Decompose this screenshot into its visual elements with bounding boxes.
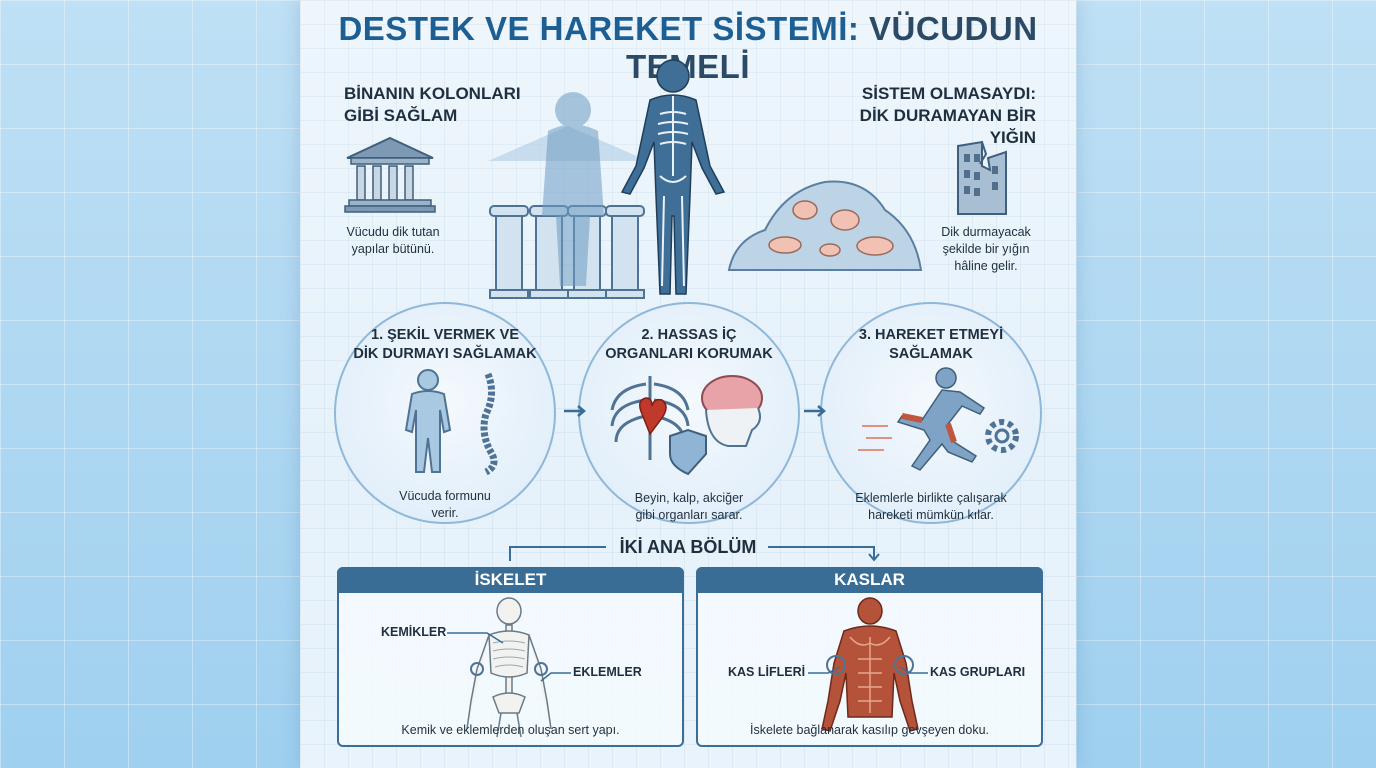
function-circle-shape: 1. ŞEKİL VERMEK VE DİK DURMAYI SAĞLAMAK … [334,302,556,524]
ribcage-brain-icon [610,375,763,476]
runner-gear-icon [858,367,1019,471]
joints-label: EKLEMLER [573,665,642,679]
left-caption: Vücudu dik tutan yapılar bütünü. [346,225,440,256]
skeleton-box: İSKELET KEMİKLER EKLEMLER Kemi [337,567,684,747]
skeleton-caption: Kemik ve eklemlerden oluşan sert yapı. [401,723,620,737]
left-background [0,0,300,768]
function-circle-shape: 2. HASSAS İÇ ORGANLARI KORUMAK Beyin, ka… [578,302,800,524]
label-pointer [808,666,841,674]
left-heading: BİNANIN KOLONLARI GİBİ SAĞLAM [344,84,521,125]
muscle-body-icon [821,597,919,732]
arrow-right-icon [804,405,826,417]
body-spine-icon [404,369,498,476]
skeleton-header: İSKELET [337,567,684,593]
function-3-title: 3. HAREKET ETMEYİ SAĞLAMAK [858,327,1004,362]
body-heap-illustration [727,180,923,271]
right-heading: SİSTEM OLMASAYDI: DİK DURAMAYAN BİR YIĞI… [859,84,1036,147]
page-title: DESTEK VE HAREKET SİSTEMİ: VÜCUDUN TEMEL… [338,10,1038,85]
skeleton-icon [466,597,552,738]
muscle-fibers-label: KAS LİFLERİ [728,665,806,679]
label-pointer [540,672,571,682]
function-1-caption: Vücuda formunu verir. [399,489,491,520]
collapsed-building-icon [957,140,1007,215]
label-pointer [899,666,928,674]
temple-icon [344,136,436,213]
function-2-title: 2. HASSAS İÇ ORGANLARI KORUMAK [605,327,773,362]
infographic-panel: DESTEK VE HAREKET SİSTEMİ: VÜCUDUN TEMEL… [300,0,1076,768]
arrow-right-icon [564,405,586,417]
right-caption: Dik durmayacak şekilde bir yığın hâline … [941,225,1031,273]
function-circle-shape: 3. HAREKET ETMEYİ SAĞLAMAK Eklemlerle bi… [820,302,1042,524]
muscles-box: KASLAR KAS LİFLERİ KAS GRUPLARI İskelete… [696,567,1043,747]
function-3-caption: Eklemlerle birlikte çalışarak hareketi m… [855,491,1007,522]
function-1-title: 1. ŞEKİL VERMEK VE DİK DURMAYI SAĞLAMAK [353,327,537,362]
label-pointer [447,632,504,644]
function-2-caption: Beyin, kalp, akciğer gibi organları sara… [634,491,744,522]
section-title: İKİ ANA BÖLÜM [619,537,757,557]
section-connector [509,546,880,562]
body-skeleton-illustration [488,59,726,299]
bones-label: KEMİKLER [381,625,447,639]
right-background [1076,0,1376,768]
muscle-groups-label: KAS GRUPLARI [930,665,1026,679]
muscles-caption: İskelete bağlanarak kasılıp gevşeyen dok… [749,723,990,737]
muscles-header: KASLAR [696,567,1043,593]
